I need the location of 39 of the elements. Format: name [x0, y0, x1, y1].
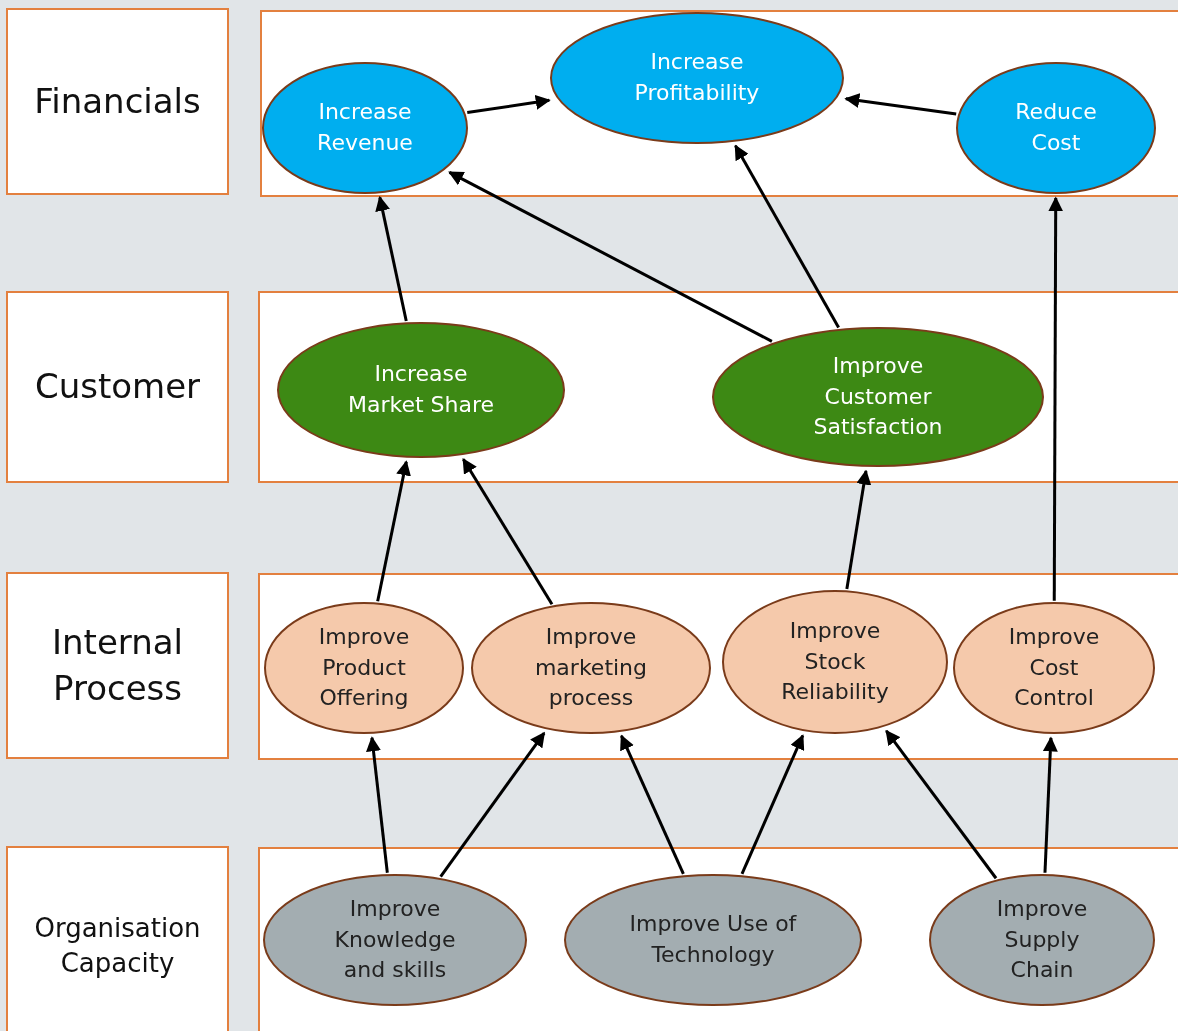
arrow [467, 94, 551, 115]
arrow [375, 195, 408, 322]
arrow [1042, 736, 1058, 873]
row-label-box [6, 846, 229, 1031]
objective-text: Improve Use of Technology [628, 910, 798, 969]
panel-box [260, 10, 1178, 197]
arrow [448, 171, 773, 343]
arrow [845, 469, 872, 590]
objective-text: Improve Knowledge and skills [333, 894, 457, 985]
row-label-box [6, 291, 229, 483]
perspective-title: Organisation Capacity [33, 911, 202, 980]
arrow [1048, 196, 1064, 601]
arrow [462, 457, 554, 605]
objective-text: Increase Profitability [633, 48, 761, 107]
objective-text: Reduce Cost [1014, 98, 1098, 157]
panel-box [258, 573, 1178, 760]
objective-text: Improve Cost Control [1007, 622, 1101, 713]
objective-text: Improve Product Offering [317, 622, 411, 713]
row-label-box [6, 572, 229, 759]
arrow [885, 729, 998, 880]
objective-text: Improve Customer Satisfaction [812, 351, 944, 442]
objective-text: Improve marketing process [533, 622, 649, 713]
panel-box [258, 847, 1178, 1031]
arrow [376, 460, 411, 602]
panel-box [258, 291, 1178, 483]
objective-text: Increase Market Share [346, 360, 496, 419]
objective-text: Improve Supply Chain [995, 894, 1089, 985]
arrow [620, 734, 685, 875]
perspective-title: Customer [33, 365, 202, 409]
arrow [734, 144, 840, 329]
perspective-title: Financials [33, 79, 202, 123]
perspective-title: Internal Process [50, 620, 184, 710]
arrow [439, 731, 546, 878]
arrow [844, 93, 957, 116]
objective-text: Increase Revenue [316, 98, 414, 157]
objective-text: Improve Stock Reliability [780, 616, 890, 707]
arrow [366, 736, 389, 873]
arrow [740, 734, 805, 875]
row-label-box [6, 8, 229, 195]
